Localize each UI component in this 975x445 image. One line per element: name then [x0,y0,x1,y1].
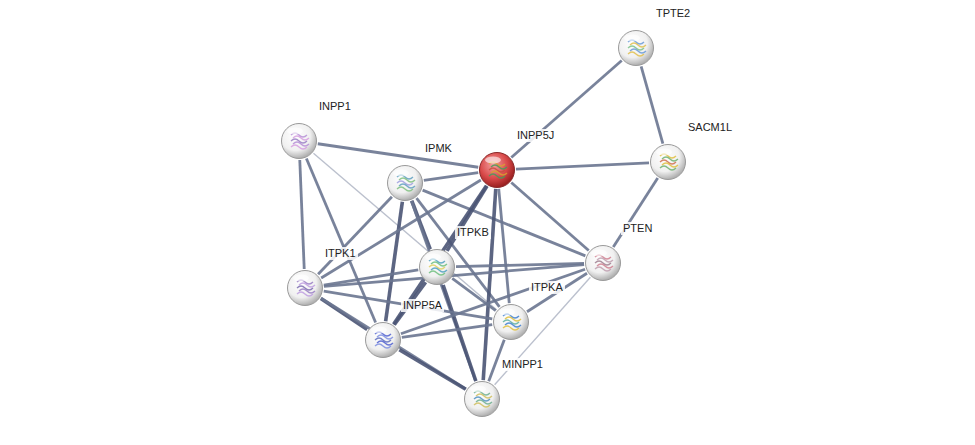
node-label: PTEN [621,222,654,235]
interaction-edge [613,178,657,247]
interaction-edge [324,291,493,319]
interaction-edge [527,273,587,311]
interaction-edge [443,285,476,381]
interaction-edge [318,197,392,274]
protein-node: ITPKA [492,303,530,341]
node-label: ITPKA [529,281,565,294]
node-ball [492,303,530,341]
protein-node: INPP5J [478,151,516,189]
protein-node: TPTE2 [617,29,655,67]
node-label: INPP1 [317,100,353,113]
interaction-edge [511,61,621,158]
node-label: INPP5J [515,129,556,142]
protein-node: ITPKB [418,248,456,286]
node-label: ITPK1 [323,247,358,260]
interaction-edge [417,198,500,307]
protein-node: INPP5A [364,321,402,359]
node-ball [286,269,324,307]
interaction-edge [402,325,492,338]
protein-node: ITPK1 [286,269,324,307]
protein-node: IPMK [386,164,424,202]
node-label: TPTE2 [654,7,692,20]
node-label: IPMK [423,142,454,155]
node-ball [386,164,424,202]
interaction-edge [318,144,478,167]
node-label: MINPP1 [500,358,545,371]
interaction-edge [499,189,510,303]
interaction-edge [394,186,487,324]
node-label: ITPKB [455,226,491,239]
node-ball [617,29,655,67]
protein-node: INPP1 [280,122,318,160]
node-ball [649,143,687,181]
protein-node: PTEN [584,244,622,282]
interaction-edge [300,160,304,269]
interaction-edge [516,163,649,169]
node-ball [584,244,622,282]
protein-node: SACM1L [649,143,687,181]
interaction-edge [452,278,496,310]
interaction-edge [483,189,496,380]
node-label: INPP5A [401,299,444,312]
node-ball [478,151,516,189]
node-ball [364,321,402,359]
node-ball [463,380,501,418]
interaction-edge [511,183,588,251]
interaction-edge [641,66,663,143]
node-label: SACM1L [686,121,734,134]
interaction-edge [399,350,465,390]
interaction-edge [424,173,478,181]
node-ball [280,122,318,160]
protein-node: MINPP1 [463,380,501,418]
node-ball [418,248,456,286]
